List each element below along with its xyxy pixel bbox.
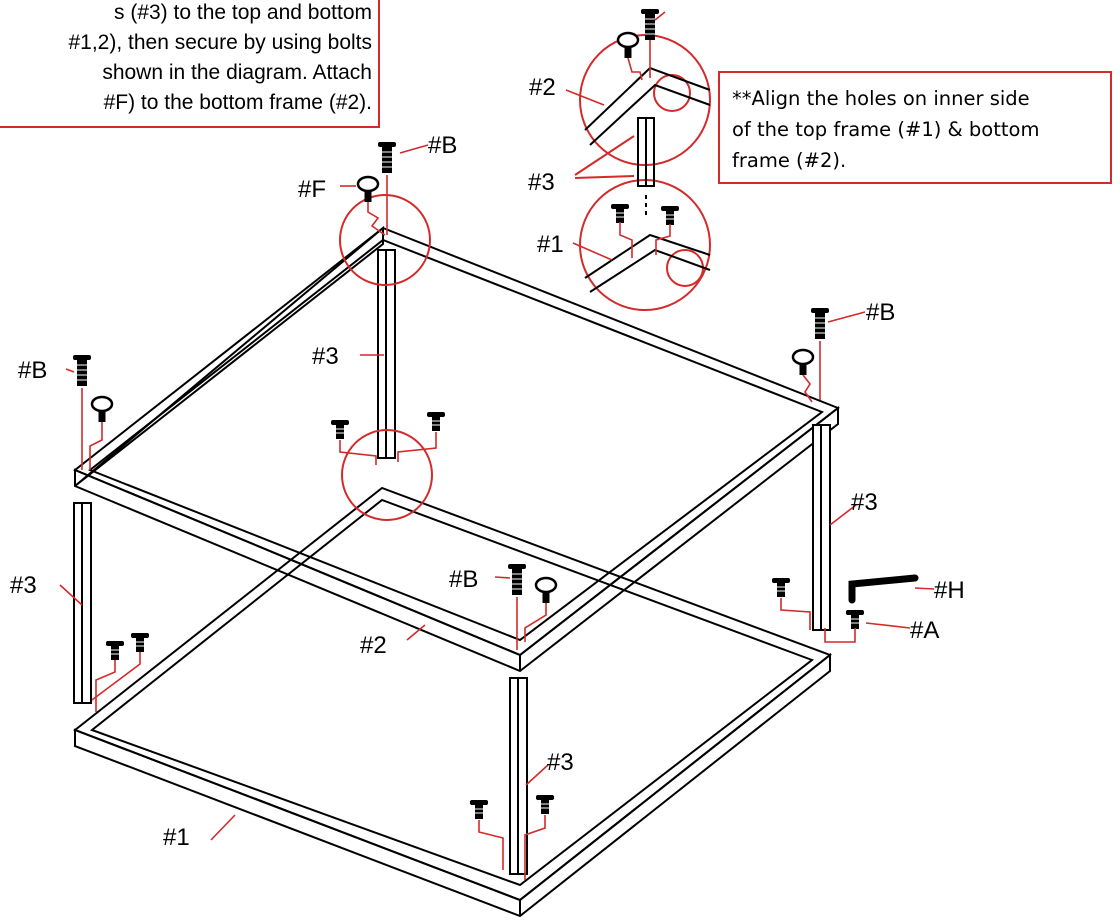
note-box: **Align the holes on inner side of the t… (718, 71, 1112, 184)
label-part-1: #1 (163, 824, 190, 851)
label-part-F: #F (298, 176, 326, 203)
instruction-line-2: #1,2), then secure by using bolts (68, 31, 372, 54)
label-part-B-3: #B (18, 357, 47, 384)
label-part-B-4: #B (449, 566, 478, 593)
label-part-3-4: #3 (547, 749, 574, 776)
label-part-1-inset: #1 (537, 231, 564, 258)
label-part-2: #2 (360, 632, 387, 659)
label-leaders (59, 11, 935, 841)
part-labels: #B #F #2 #3 #1 #B #B #3 #3 #3 #B #H #A #… (10, 74, 965, 851)
instruction-line-1: s (#3) to the top and bottom (114, 1, 372, 24)
top-frame (73, 225, 840, 673)
vertical-posts (73, 249, 831, 875)
label-part-3-3: #3 (10, 572, 37, 599)
note-line-3: frame (#2). (732, 149, 847, 172)
label-part-3-1: #3 (312, 343, 339, 370)
note-line-1: **Align the holes on inner side (732, 87, 1030, 110)
label-part-B-1: #B (428, 132, 457, 159)
note-line-2: of the top frame (#1) & bottom (732, 118, 1040, 141)
label-part-2-inset: #2 (529, 74, 556, 101)
connector-lines (81, 40, 856, 880)
instruction-line-4: #F) to the bottom frame (#2). (103, 91, 372, 114)
allen-key-icon (848, 574, 919, 604)
hardware (72, 8, 919, 820)
bottom-frame (72, 486, 833, 918)
instruction-box: s (#3) to the top and bottom #1,2), then… (0, 0, 380, 128)
instruction-line-3: shown in the diagram. Attach (102, 61, 372, 84)
label-part-3-2: #3 (851, 489, 878, 516)
label-part-B-2: #B (866, 299, 895, 326)
instruction-text: s (#3) to the top and bottom #1,2), then… (0, 0, 372, 118)
note-text: **Align the holes on inner side of the t… (732, 83, 1110, 176)
label-part-3-inset: #3 (528, 169, 555, 196)
label-part-H: #H (934, 577, 965, 604)
label-part-A: #A (910, 617, 939, 644)
